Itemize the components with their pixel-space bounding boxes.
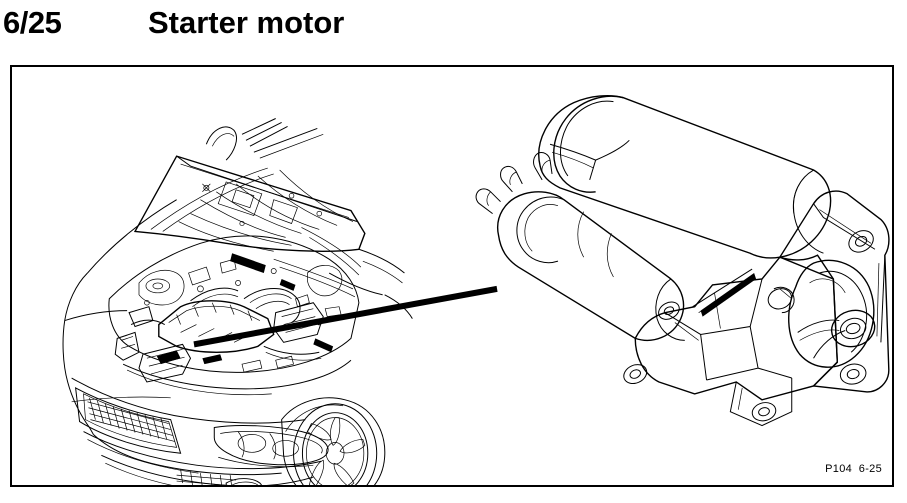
car-front-wheel bbox=[281, 397, 386, 485]
pinion-drive-end bbox=[788, 259, 876, 368]
figure-frame: P104 6-25 bbox=[10, 65, 894, 487]
grille-mesh bbox=[87, 397, 175, 442]
section-number: 6/25 bbox=[3, 5, 62, 40]
car-body-outline bbox=[62, 199, 383, 476]
page-title: Starter motor bbox=[148, 5, 345, 40]
mounting-flange bbox=[778, 190, 890, 393]
motor-barrel bbox=[538, 95, 832, 259]
drive-housing bbox=[623, 254, 839, 427]
solenoid bbox=[475, 152, 685, 342]
wheel-spokes bbox=[306, 417, 366, 485]
car-hood-open bbox=[133, 155, 366, 252]
leader-line bbox=[193, 285, 498, 348]
car-front-fascia bbox=[71, 377, 329, 485]
vehicle-illustration bbox=[62, 118, 413, 485]
technical-illustration bbox=[62, 95, 890, 485]
figure-caption: P104 6-25 bbox=[825, 463, 882, 475]
engine-bay-detail bbox=[108, 235, 360, 396]
hood-stay-and-cowl bbox=[205, 118, 324, 161]
starter-motor-illustration bbox=[475, 95, 890, 427]
lower-grille-mesh bbox=[176, 469, 237, 485]
page-header: 6/25 Starter motor bbox=[0, 0, 907, 58]
cowl-panel bbox=[273, 227, 362, 298]
